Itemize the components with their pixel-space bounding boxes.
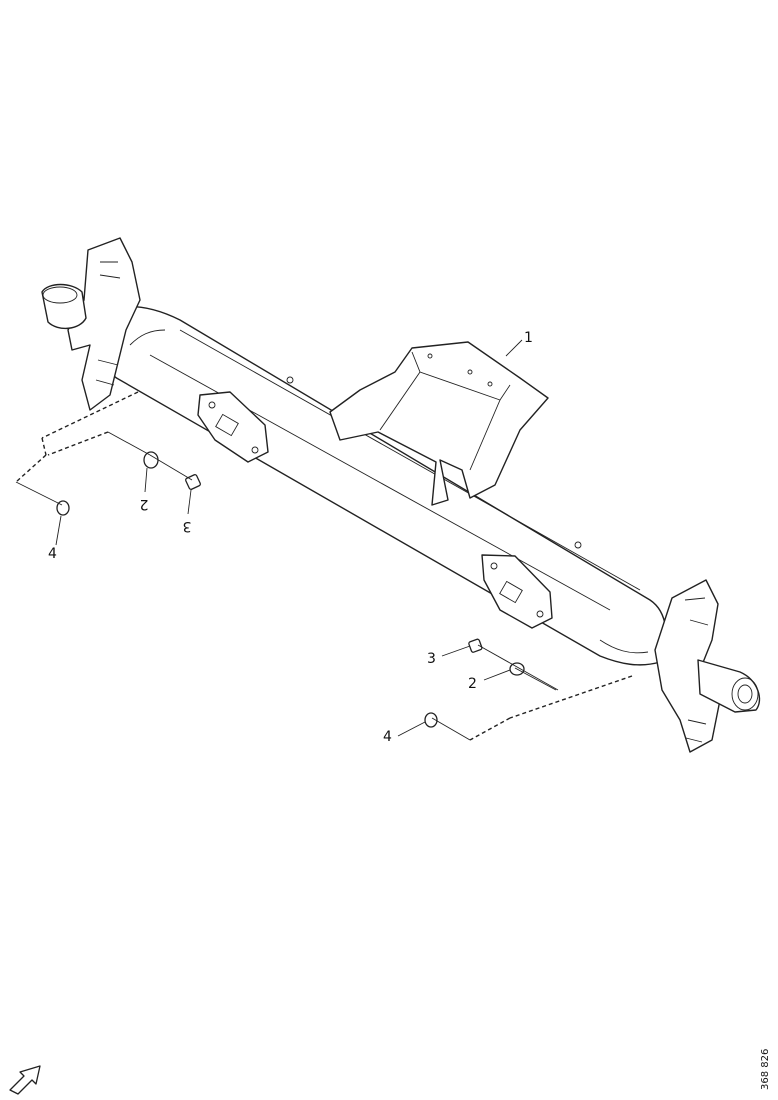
leader-part-1 bbox=[505, 339, 523, 357]
beam-lug bbox=[574, 541, 582, 549]
forward-arrow-icon bbox=[9, 1065, 41, 1095]
left-washer-4 bbox=[56, 500, 70, 516]
left-nut-3 bbox=[185, 474, 201, 490]
center-bracket bbox=[329, 341, 549, 506]
callout-part-4-right: 4 bbox=[383, 729, 392, 745]
right-spindle bbox=[654, 579, 761, 753]
left-spindle bbox=[41, 237, 141, 411]
right-bushing-2 bbox=[509, 662, 525, 676]
right-washer-4 bbox=[424, 712, 438, 728]
callout-part-2-left: 2 bbox=[140, 496, 149, 512]
right-hardware bbox=[397, 638, 633, 741]
callout-part-2-right: 2 bbox=[468, 676, 477, 692]
spring-pad-right bbox=[481, 554, 553, 629]
callout-part-1: 1 bbox=[524, 330, 533, 346]
left-bushing-2 bbox=[143, 451, 159, 469]
reference-number: 368 826 bbox=[760, 1049, 771, 1090]
left-hardware bbox=[15, 391, 201, 546]
callout-part-3-left: 3 bbox=[183, 518, 192, 534]
beam-lug bbox=[286, 376, 294, 384]
axle-beam bbox=[96, 305, 667, 666]
callout-part-3-right: 3 bbox=[427, 651, 436, 667]
right-nut-3 bbox=[468, 638, 483, 653]
callout-part-4-left: 4 bbox=[48, 546, 57, 562]
spring-pad-left bbox=[197, 391, 269, 463]
